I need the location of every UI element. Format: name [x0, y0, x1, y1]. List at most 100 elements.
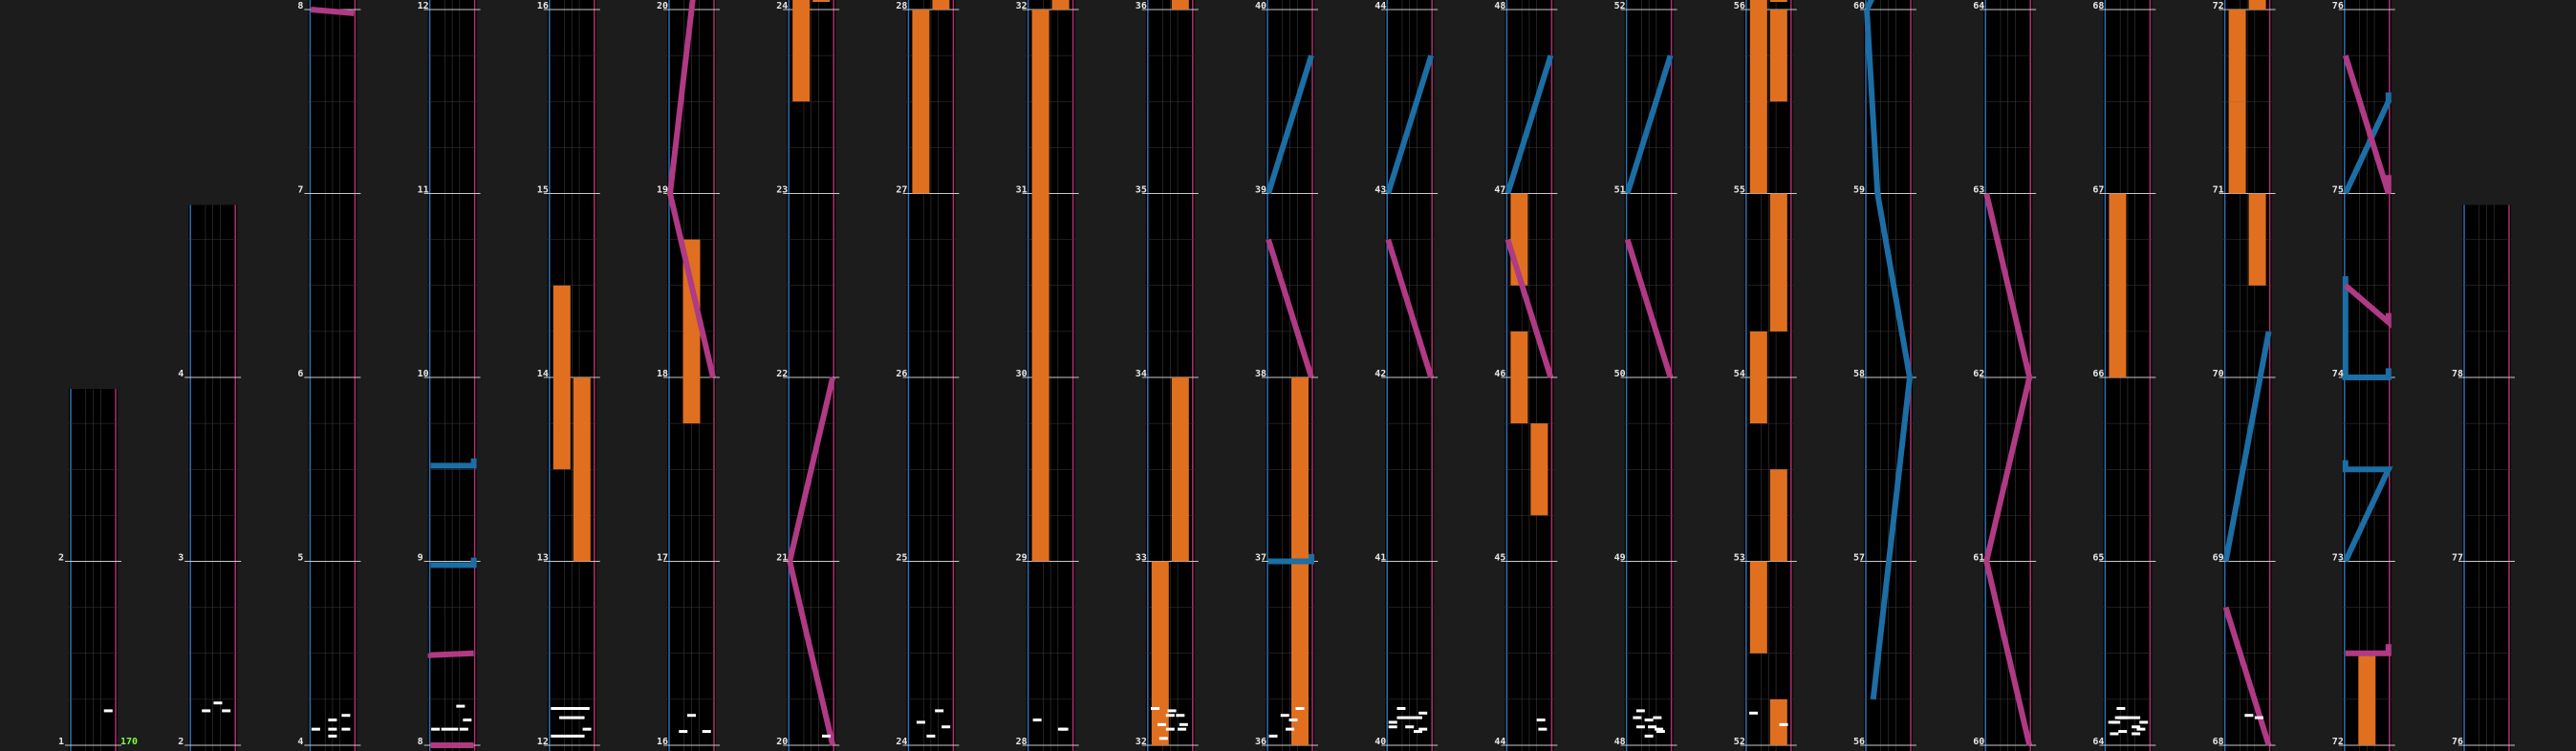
chip-note[interactable] — [559, 734, 569, 738]
chip-note[interactable] — [2132, 725, 2141, 729]
chip-note[interactable] — [567, 734, 576, 738]
hold-note[interactable] — [812, 0, 831, 2]
chip-note[interactable] — [935, 709, 944, 713]
chip-note[interactable] — [463, 719, 472, 722]
chip-note[interactable] — [103, 709, 113, 713]
chip-note[interactable] — [1405, 716, 1415, 719]
chip-note[interactable] — [2139, 720, 2149, 724]
chip-note[interactable] — [551, 734, 560, 738]
chip-note[interactable] — [1032, 719, 1042, 722]
chip-note[interactable] — [1167, 709, 1177, 713]
chip-note[interactable] — [1158, 737, 1168, 740]
chip-note[interactable] — [1656, 730, 1665, 734]
hold-note[interactable] — [573, 377, 591, 562]
chip-note[interactable] — [328, 719, 337, 722]
left-laser[interactable] — [1266, 54, 1314, 195]
chip-note[interactable] — [1644, 719, 1654, 722]
chip-note[interactable] — [1749, 711, 1759, 715]
left-laser[interactable] — [1385, 54, 1435, 195]
left-laser[interactable] — [2342, 460, 2393, 563]
hold-note[interactable] — [1769, 698, 1787, 745]
chip-note[interactable] — [328, 727, 337, 731]
chip-note[interactable] — [1635, 709, 1645, 713]
chip-note[interactable] — [2116, 707, 2126, 710]
chip-note[interactable] — [679, 730, 688, 734]
chip-note[interactable] — [2132, 732, 2141, 736]
chip-note[interactable] — [821, 734, 831, 738]
right-laser[interactable] — [787, 560, 836, 746]
chip-note[interactable] — [1280, 714, 1289, 718]
chip-note[interactable] — [567, 707, 576, 710]
chip-note[interactable] — [1413, 730, 1422, 734]
right-laser[interactable] — [2342, 54, 2392, 195]
chip-note[interactable] — [311, 727, 320, 731]
chip-note[interactable] — [1635, 725, 1645, 729]
chip-note[interactable] — [1158, 722, 1167, 726]
right-laser[interactable] — [1624, 238, 1674, 378]
hold-note[interactable] — [1051, 0, 1070, 10]
chip-note[interactable] — [2111, 720, 2121, 724]
chip-note[interactable] — [1151, 707, 1160, 710]
chip-note[interactable] — [567, 716, 576, 719]
hold-note[interactable] — [1171, 377, 1189, 562]
hold-note[interactable] — [2228, 101, 2246, 194]
left-laser[interactable] — [430, 458, 477, 469]
right-laser[interactable] — [2343, 283, 2392, 329]
chip-note[interactable] — [1268, 734, 1278, 738]
chip-note[interactable] — [2136, 727, 2146, 731]
chip-note[interactable] — [1165, 714, 1175, 718]
chip-note[interactable] — [1418, 727, 1428, 731]
chip-note[interactable] — [213, 701, 223, 705]
chip-note[interactable] — [2123, 716, 2132, 719]
chip-note[interactable] — [575, 734, 585, 738]
chip-note[interactable] — [1536, 719, 1546, 722]
chip-note[interactable] — [222, 709, 231, 713]
left-laser[interactable] — [2342, 276, 2392, 380]
hold-note[interactable] — [1769, 193, 1787, 332]
hold-note[interactable] — [1031, 377, 1050, 562]
chip-note[interactable] — [202, 709, 211, 713]
chip-note[interactable] — [431, 727, 441, 731]
left-laser[interactable] — [2222, 331, 2272, 563]
chip-note[interactable] — [942, 725, 951, 729]
chip-note[interactable] — [559, 707, 569, 710]
chip-note[interactable] — [580, 707, 590, 710]
chip-note[interactable] — [551, 707, 560, 710]
chip-note[interactable] — [2118, 730, 2128, 734]
chip-note[interactable] — [1388, 725, 1397, 729]
chip-note[interactable] — [2110, 732, 2119, 736]
chip-note[interactable] — [1655, 727, 1664, 731]
chip-note[interactable] — [2254, 716, 2263, 719]
right-laser[interactable] — [1266, 238, 1314, 378]
chip-note[interactable] — [575, 707, 585, 710]
left-laser[interactable] — [1268, 553, 1314, 565]
hold-note[interactable] — [1510, 331, 1528, 424]
chip-note[interactable] — [1286, 727, 1294, 731]
chip-note[interactable] — [2118, 716, 2128, 719]
hold-note[interactable] — [1769, 0, 1787, 2]
hold-note[interactable] — [1749, 561, 1767, 654]
chip-note[interactable] — [1179, 722, 1188, 726]
hold-note[interactable] — [1769, 469, 1787, 562]
left-laser[interactable] — [1864, 9, 1914, 700]
hold-note[interactable] — [1749, 10, 1767, 194]
hold-note[interactable] — [2248, 0, 2266, 10]
chip-note[interactable] — [459, 727, 468, 731]
chip-note[interactable] — [1538, 727, 1548, 731]
left-laser[interactable] — [1624, 54, 1674, 195]
right-laser[interactable] — [787, 376, 836, 563]
chip-note[interactable] — [1405, 725, 1415, 729]
hold-note[interactable] — [2228, 10, 2246, 102]
chip-note[interactable] — [1779, 722, 1788, 726]
chip-note[interactable] — [687, 714, 696, 718]
hold-note[interactable] — [1151, 561, 1169, 746]
hold-note[interactable] — [552, 285, 571, 470]
hold-note[interactable] — [2358, 653, 2376, 745]
hold-note[interactable] — [1171, 0, 1189, 10]
right-laser[interactable] — [666, 0, 716, 378]
left-laser[interactable] — [430, 557, 477, 569]
chip-note[interactable] — [1648, 725, 1657, 729]
chip-note[interactable] — [328, 734, 337, 738]
chip-note[interactable] — [456, 704, 465, 708]
chip-note[interactable] — [1295, 707, 1305, 710]
